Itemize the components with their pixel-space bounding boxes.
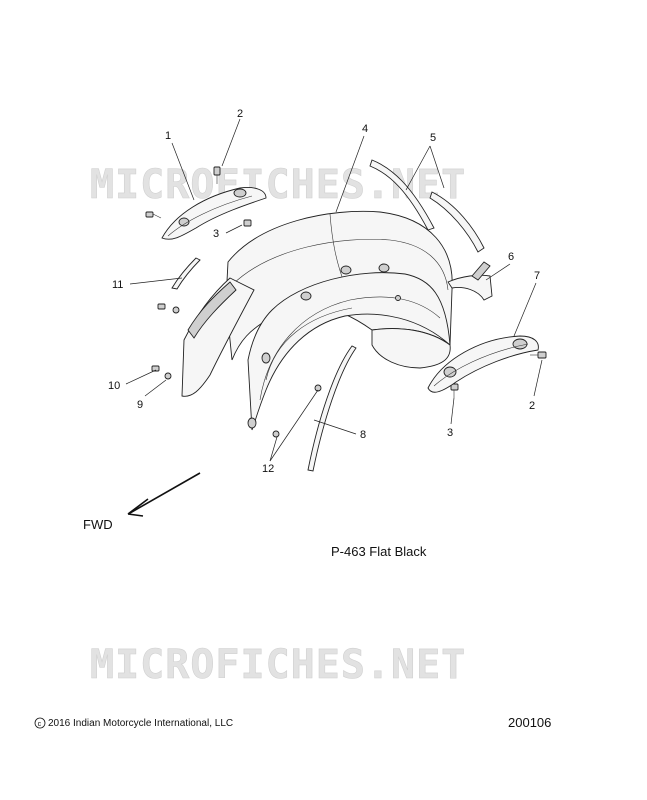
callout-12: 12 xyxy=(262,463,274,475)
callout-11: 11 xyxy=(112,279,123,291)
forward-arrow-icon xyxy=(127,472,201,517)
leader-lines xyxy=(125,118,543,462)
diagram-number: 200106 xyxy=(508,715,551,730)
edge-strip xyxy=(307,345,357,472)
bolt-right xyxy=(530,351,547,359)
svg-text:c: c xyxy=(38,721,42,728)
callout-5: 5 xyxy=(430,132,436,144)
left-trim-rail xyxy=(161,187,267,240)
trim-strips xyxy=(369,159,485,253)
clip-upper-left xyxy=(157,303,180,314)
paint-note: P-463 Flat Black xyxy=(331,544,427,559)
callout-6: 6 xyxy=(508,251,514,263)
callout-2-top: 2 xyxy=(237,108,243,120)
screw-upper xyxy=(145,211,162,219)
washer-left xyxy=(164,372,172,380)
clip-left xyxy=(151,365,160,372)
copyright-text: 2016 Indian Motorcycle International, LL… xyxy=(48,718,233,729)
screw-mid xyxy=(243,219,252,227)
callout-7: 7 xyxy=(534,270,540,282)
watermark-top: MICROFICHES.NET xyxy=(90,162,466,208)
small-trim xyxy=(171,257,201,290)
callout-3-right: 3 xyxy=(447,427,453,439)
nuts xyxy=(272,384,322,438)
callout-9: 9 xyxy=(137,399,143,411)
copyright-icon: c xyxy=(34,717,46,729)
rear-fender xyxy=(181,210,453,431)
screw-lower-right xyxy=(450,383,459,398)
callout-2-right: 2 xyxy=(529,400,535,412)
callout-4: 4 xyxy=(362,123,368,135)
callout-3-top: 3 xyxy=(213,228,219,240)
callout-8: 8 xyxy=(360,429,366,441)
bolt-upper xyxy=(213,166,221,184)
callout-10: 10 xyxy=(108,380,120,392)
forward-label: FWD xyxy=(83,517,113,532)
watermark-bottom: MICROFICHES.NET xyxy=(90,642,466,688)
bracket xyxy=(447,261,493,301)
right-trim-rail xyxy=(427,335,539,393)
callout-1: 1 xyxy=(165,130,171,142)
